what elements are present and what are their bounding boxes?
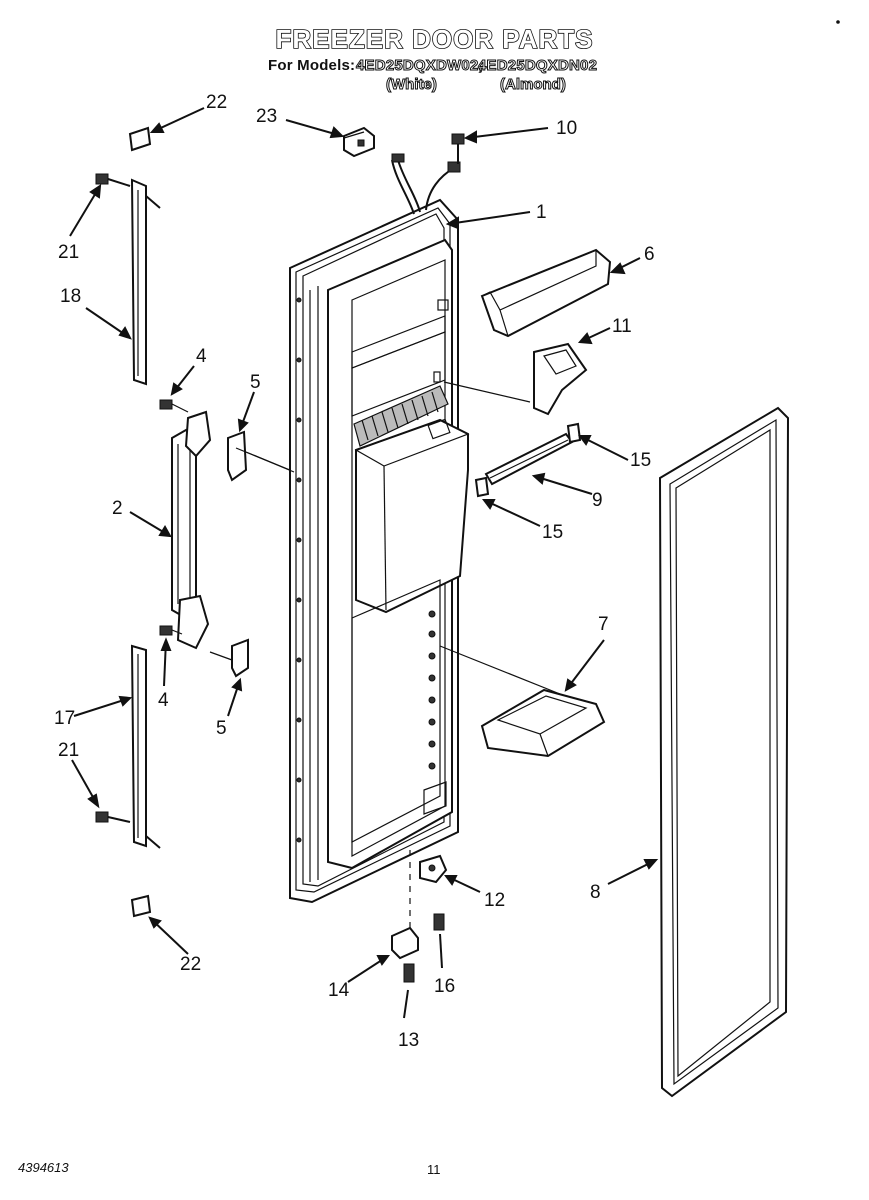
switch-module-part [343, 126, 375, 158]
callout-1: 1 [536, 202, 547, 223]
screw-handle-lower [159, 625, 183, 636]
screw-upper-left [95, 173, 161, 209]
callout-8: 8 [590, 882, 601, 903]
spring-clip-left [474, 476, 490, 498]
callout-labels: 1 2 4 4 5 5 6 7 8 9 10 11 12 13 14 15 15… [54, 92, 655, 1051]
end-cap-upper [128, 126, 152, 152]
screw-lower-left [95, 811, 161, 849]
callout-17: 17 [54, 708, 75, 729]
handle-part [171, 410, 212, 650]
callout-22-upper: 22 [206, 92, 227, 113]
upper-bin [480, 248, 612, 338]
bottom-hinge-part [419, 854, 448, 884]
callout-2: 2 [112, 498, 123, 519]
callout-14: 14 [328, 980, 350, 1001]
callout-10: 10 [556, 118, 577, 139]
page-number: 11 [427, 1162, 441, 1177]
variant-white-label: (White) [386, 76, 438, 94]
spring-clip-right [566, 422, 582, 444]
callout-9: 9 [592, 490, 603, 511]
hinge-screw-16 [433, 913, 445, 931]
model-number-white: 4ED25DQXDW02, [356, 57, 484, 75]
drip-tray-part [480, 688, 606, 758]
document-number: 4394613 [18, 1160, 69, 1175]
callout-5-upper: 5 [250, 372, 261, 393]
leader-lines [69, 107, 659, 1019]
variant-almond-label: (Almond) [500, 76, 567, 94]
hinge-bracket-part [391, 926, 419, 960]
trim-strip-upper [130, 178, 147, 386]
ice-chute-part [533, 342, 588, 416]
door-gasket-part [658, 406, 790, 1098]
corner-mark [836, 20, 840, 24]
callout-13: 13 [398, 1030, 419, 1051]
lever-part [484, 432, 574, 486]
screw-handle-upper [159, 399, 189, 413]
callout-5-lower: 5 [216, 718, 227, 739]
models-prefix: For Models: [268, 57, 356, 74]
page-title: FREEZER DOOR PARTS [275, 23, 594, 55]
wire-harness [391, 153, 461, 215]
callout-4-lower: 4 [158, 690, 169, 711]
door-panel [289, 198, 470, 904]
callout-21-upper: 21 [58, 242, 79, 263]
clip-lower [209, 638, 249, 678]
callout-16: 16 [434, 976, 455, 997]
callout-12: 12 [484, 890, 505, 911]
callout-11: 11 [612, 316, 632, 337]
callout-22-lower: 22 [180, 954, 201, 975]
end-cap-lower [130, 894, 152, 918]
clip-upper [227, 430, 291, 482]
callout-18: 18 [60, 286, 81, 307]
callout-23: 23 [256, 106, 277, 127]
callout-6: 6 [644, 244, 655, 265]
callout-15-upper: 15 [630, 450, 651, 471]
callout-21-lower: 21 [58, 740, 79, 761]
callout-15-lower: 15 [542, 522, 563, 543]
callout-4-upper: 4 [196, 346, 207, 367]
model-number-almond: 4ED25DQXDN02 [477, 57, 598, 75]
hinge-screw-13 [403, 963, 415, 983]
thermistor-part [451, 133, 465, 164]
callout-7: 7 [598, 614, 609, 635]
trim-strip-lower [130, 644, 147, 848]
